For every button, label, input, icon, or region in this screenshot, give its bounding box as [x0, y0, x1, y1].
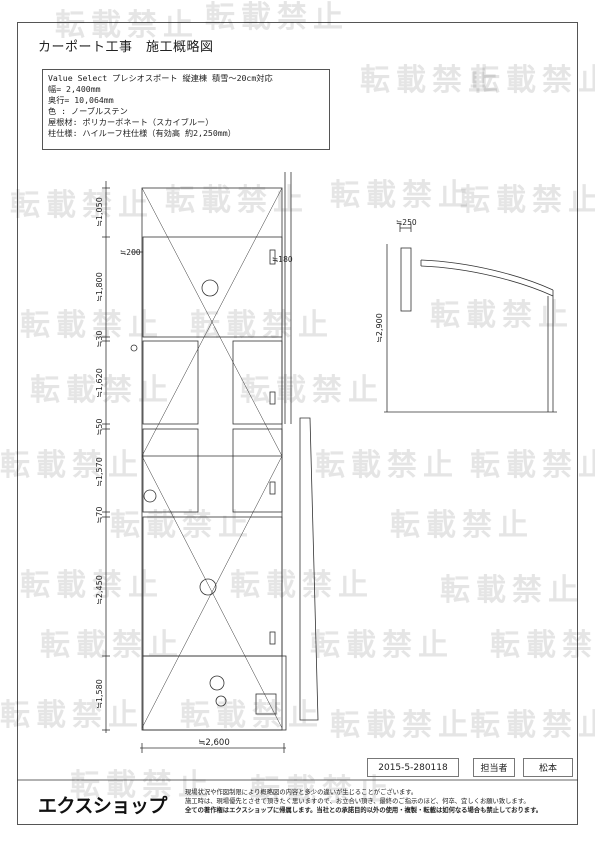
dim-label-1050: ≒1,050 [95, 197, 104, 227]
dim-label-30: ≒30 [95, 331, 104, 348]
plan-panel [232, 340, 283, 425]
spec-box: Value Select プレシオスポート 縦連棟 積雪〜20cm対応 幅= 2… [42, 69, 330, 150]
dim-label-width: ≒2,600 [198, 738, 229, 748]
doc-id-cell: 2015-5-280118 [367, 758, 459, 777]
spec-post: 柱仕様: ハイルーフ柱仕様（有効高 約2,250mm） [48, 128, 236, 138]
plan-circle [143, 489, 157, 503]
footer-note-copyright: 全ての著作権はエクスショップに帰属します。当社との承諾目的以外の使用・複製・転載… [185, 807, 543, 814]
dim-label-200: ≒200 [120, 248, 141, 257]
dim-label-70: ≒70 [95, 507, 104, 524]
spec-roof: 屋根材: ポリカーボネート（スカイブルー） [48, 117, 214, 127]
plan-panel [142, 428, 199, 513]
elev-post [400, 247, 412, 312]
spec-product: Value Select プレシオスポート 縦連棟 積雪〜20cm対応 [48, 73, 273, 83]
dim-label-2900: ≒2,900 [375, 313, 384, 343]
dim-label-1570: ≒1,570 [95, 457, 104, 487]
post-marker [269, 391, 276, 405]
plan-panel [232, 428, 283, 513]
plan-circle [215, 695, 227, 707]
dim-label-180: ≒180 [272, 255, 293, 264]
dim-label-1800: ≒1,800 [95, 272, 104, 302]
elev-roof [420, 259, 554, 291]
spec-color: 色 : ノーブルステン [48, 106, 128, 116]
plan-circle [199, 578, 217, 596]
plan-panel [142, 655, 287, 731]
plan-box [255, 693, 277, 715]
plan-circle [201, 279, 219, 297]
post-marker [269, 481, 276, 495]
plan-panel [142, 236, 283, 338]
person-name-cell: 松本 [523, 758, 573, 777]
plan-outline [141, 187, 283, 731]
footer-notes: 現場状況や作図制限により概略図の内容と多少の違いが生じることがございます。 施工… [185, 788, 542, 815]
company-logo: エクスショップ [38, 795, 167, 817]
person-label: 担当者 [480, 764, 508, 774]
plan-panel [142, 516, 283, 657]
dim-label-2450: ≒2,450 [95, 575, 104, 605]
plan-circle [130, 344, 138, 352]
person-label-cell: 担当者 [473, 758, 515, 777]
wall-block [299, 417, 319, 721]
elev-roof [420, 265, 554, 297]
person-name: 松本 [538, 764, 557, 774]
dim-ticks [102, 187, 110, 731]
dim-label-250: ≒250 [396, 218, 417, 227]
doc-id: 2015-5-280118 [378, 762, 448, 773]
plan-circle [209, 675, 225, 691]
dim-label-1620: ≒1,620 [95, 368, 104, 398]
footer-note: 施工時は、現場優先とさせて頂きたく思いますので、お立合い頂き、最終のご指示のほど… [185, 798, 530, 805]
spec-width: 幅= 2,400mm [48, 84, 101, 94]
roof-diagonal [141, 187, 283, 457]
post-marker [269, 631, 276, 645]
spec-depth: 奥行= 10,064mm [48, 95, 114, 105]
roof-diagonal [141, 455, 283, 729]
plan-panel [142, 340, 199, 425]
post-marker [269, 249, 276, 265]
drawing-frame [17, 22, 578, 825]
drawing-title: カーポート工事 施工概略図 [38, 40, 214, 55]
footer-note: 現場状況や作図制限により概略図の内容と多少の違いが生じることがございます。 [185, 789, 418, 796]
dim-label-1580: ≒1,580 [95, 679, 104, 709]
dim-label-50: ≒50 [95, 419, 104, 436]
